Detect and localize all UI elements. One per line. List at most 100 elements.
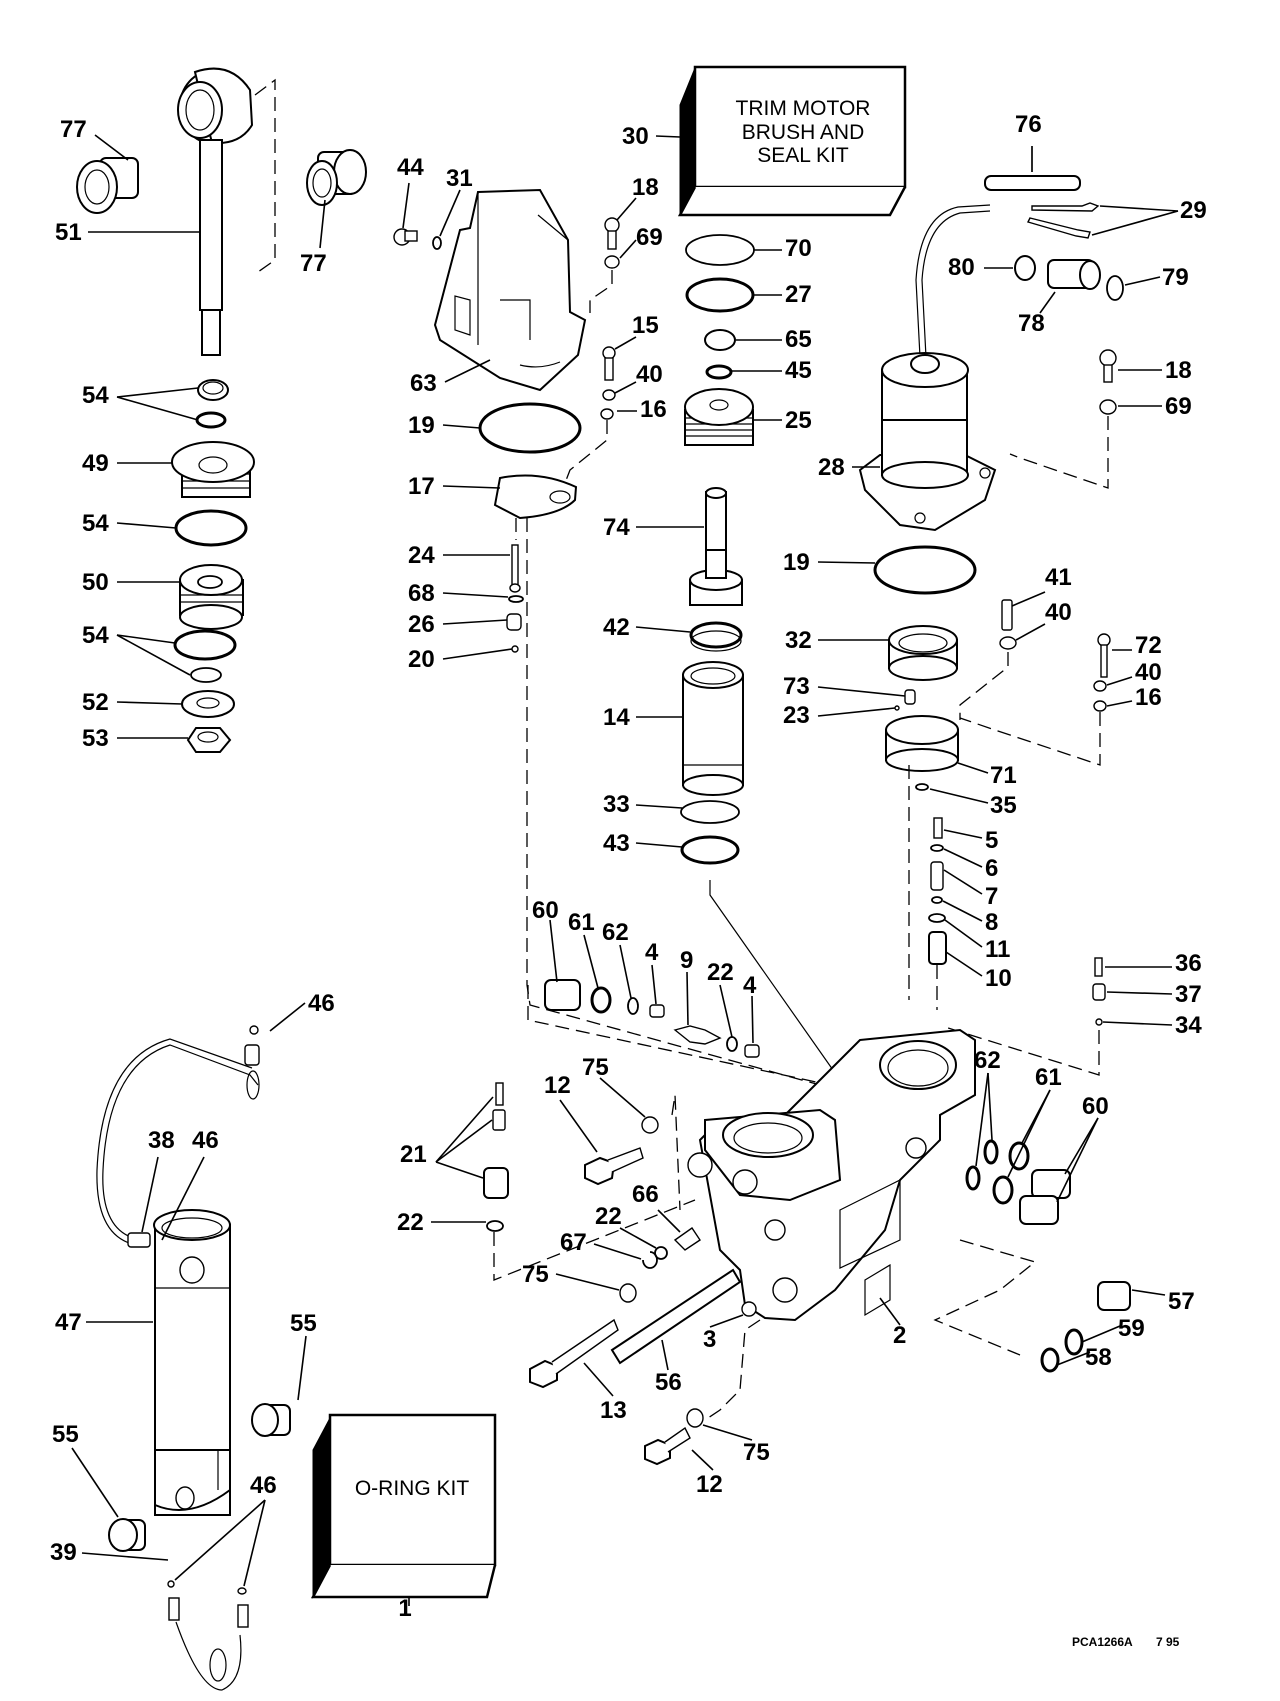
- callout-49: 49: [82, 450, 109, 477]
- callout-68: 68: [408, 580, 435, 607]
- leader-line-12b: [691, 1449, 714, 1471]
- callout-6: 6: [985, 855, 998, 882]
- callout-77a: 77: [60, 116, 87, 143]
- seal-42: [689, 621, 743, 649]
- leader-line-22a: [719, 984, 733, 1038]
- callout-66: 66: [632, 1181, 659, 1208]
- leader-line-60b: [1056, 1117, 1099, 1203]
- bolt-12-upper-shaft: [607, 1147, 644, 1173]
- leader-line-40b: [1015, 623, 1046, 641]
- leader-line-75a: [599, 1077, 646, 1118]
- screw-18-right: [1099, 349, 1117, 367]
- tube-39: [175, 1621, 242, 1691]
- callout-34: 34: [1175, 1012, 1202, 1039]
- valve-10: [928, 931, 947, 965]
- callout-2: 2: [893, 1322, 906, 1349]
- screw-24: [511, 544, 519, 586]
- callout-52: 52: [82, 689, 109, 716]
- leader-line-8: [942, 900, 983, 922]
- leader-line-54b: [116, 522, 177, 529]
- callout-46c: 46: [250, 1472, 277, 1499]
- oring-8: [931, 896, 943, 904]
- callout-29: 29: [1180, 197, 1207, 224]
- oring-31: [432, 236, 442, 250]
- callout-45: 45: [785, 357, 812, 384]
- screw-18-left: [604, 217, 620, 233]
- leader-line-46b: [161, 1156, 205, 1241]
- callout-60b: 60: [1082, 1093, 1109, 1120]
- washer-69-right: [1099, 399, 1117, 415]
- leader-line-71: [957, 762, 989, 774]
- ball-23: [894, 705, 900, 711]
- check-valve-stack-left: [527, 979, 831, 1086]
- washer-69-left: [604, 255, 620, 269]
- spring-4-right: [744, 1044, 760, 1058]
- leader-line-3: [709, 1314, 744, 1328]
- fitting-39-left: [168, 1597, 180, 1621]
- ball-34: [1095, 1018, 1103, 1026]
- leader-line-19b: [817, 561, 876, 564]
- trim-motor-28: [858, 204, 997, 532]
- trim-motor-kit-line2: BRUSH AND: [742, 121, 865, 144]
- callout-67: 67: [560, 1229, 587, 1256]
- leader-lines: [71, 134, 1179, 1606]
- valve-21: [492, 1109, 506, 1131]
- callout-36: 36: [1175, 950, 1202, 977]
- callout-13: 13: [600, 1397, 627, 1424]
- washer-16-right: [1093, 700, 1107, 712]
- callout-46a: 46: [308, 990, 335, 1017]
- oring-22-left: [726, 1036, 738, 1052]
- callout-56: 56: [655, 1369, 682, 1396]
- callout-19a: 19: [408, 412, 435, 439]
- leader-line-4b: [751, 995, 754, 1044]
- fitting-38-top: [244, 1044, 260, 1066]
- leader-line-54c: [116, 634, 191, 676]
- callout-25: 25: [785, 407, 812, 434]
- bushing-77-right: [306, 149, 367, 206]
- spring-36: [1094, 957, 1103, 977]
- screw-15: [602, 346, 616, 360]
- gland-nut-49: [171, 441, 255, 498]
- leader-line-59: [1081, 1325, 1121, 1343]
- leader-line-9: [686, 971, 689, 1026]
- fitting-21: [483, 1167, 509, 1199]
- leader-line-52: [116, 701, 183, 705]
- washer-52: [181, 690, 235, 718]
- leader-line-55a: [297, 1335, 307, 1401]
- oring-19-left: [478, 402, 582, 454]
- leader-line-46a: [269, 1002, 306, 1032]
- leader-line-19a: [442, 424, 481, 429]
- callout-76: 76: [1015, 111, 1042, 138]
- leader-line-2: [879, 1297, 901, 1326]
- leader-line-62b: [975, 1072, 989, 1167]
- callout-24: 24: [408, 542, 435, 569]
- leader-line-73: [817, 686, 906, 697]
- leader-line-54a: [116, 387, 199, 398]
- leader-line-61a: [583, 934, 599, 989]
- oring-59: [1064, 1328, 1084, 1356]
- callout-38: 38: [148, 1127, 175, 1154]
- terminal-29-b: [1026, 217, 1091, 239]
- pump-body-bore-upper: [879, 1040, 957, 1090]
- callout-15: 15: [632, 312, 659, 339]
- oring-61-right-lower: [992, 1175, 1014, 1205]
- leader-line-16b: [1106, 700, 1133, 707]
- oring-61-right-upper: [1008, 1141, 1030, 1171]
- callout-5: 5: [985, 827, 998, 854]
- leader-line-63: [444, 359, 491, 383]
- callout-9: 9: [680, 947, 693, 974]
- pump-body-2: [687, 1028, 976, 1322]
- callout-12a: 12: [544, 1072, 571, 1099]
- tilt-rod-thread: [201, 309, 221, 356]
- callout-1: 1: [398, 1595, 411, 1622]
- ring-33: [680, 800, 740, 824]
- oring-46-lower-left: [167, 1580, 175, 1588]
- leader-line-35: [929, 788, 989, 804]
- oring-54-inner: [190, 667, 222, 683]
- trim-motor-kit-line3: SEAL KIT: [757, 144, 849, 167]
- leader-line-56: [661, 1339, 669, 1371]
- callout-44: 44: [397, 154, 424, 181]
- washer-40-right: [999, 636, 1017, 650]
- center-column-parts: [680, 234, 841, 1081]
- oring-62-left: [627, 997, 639, 1015]
